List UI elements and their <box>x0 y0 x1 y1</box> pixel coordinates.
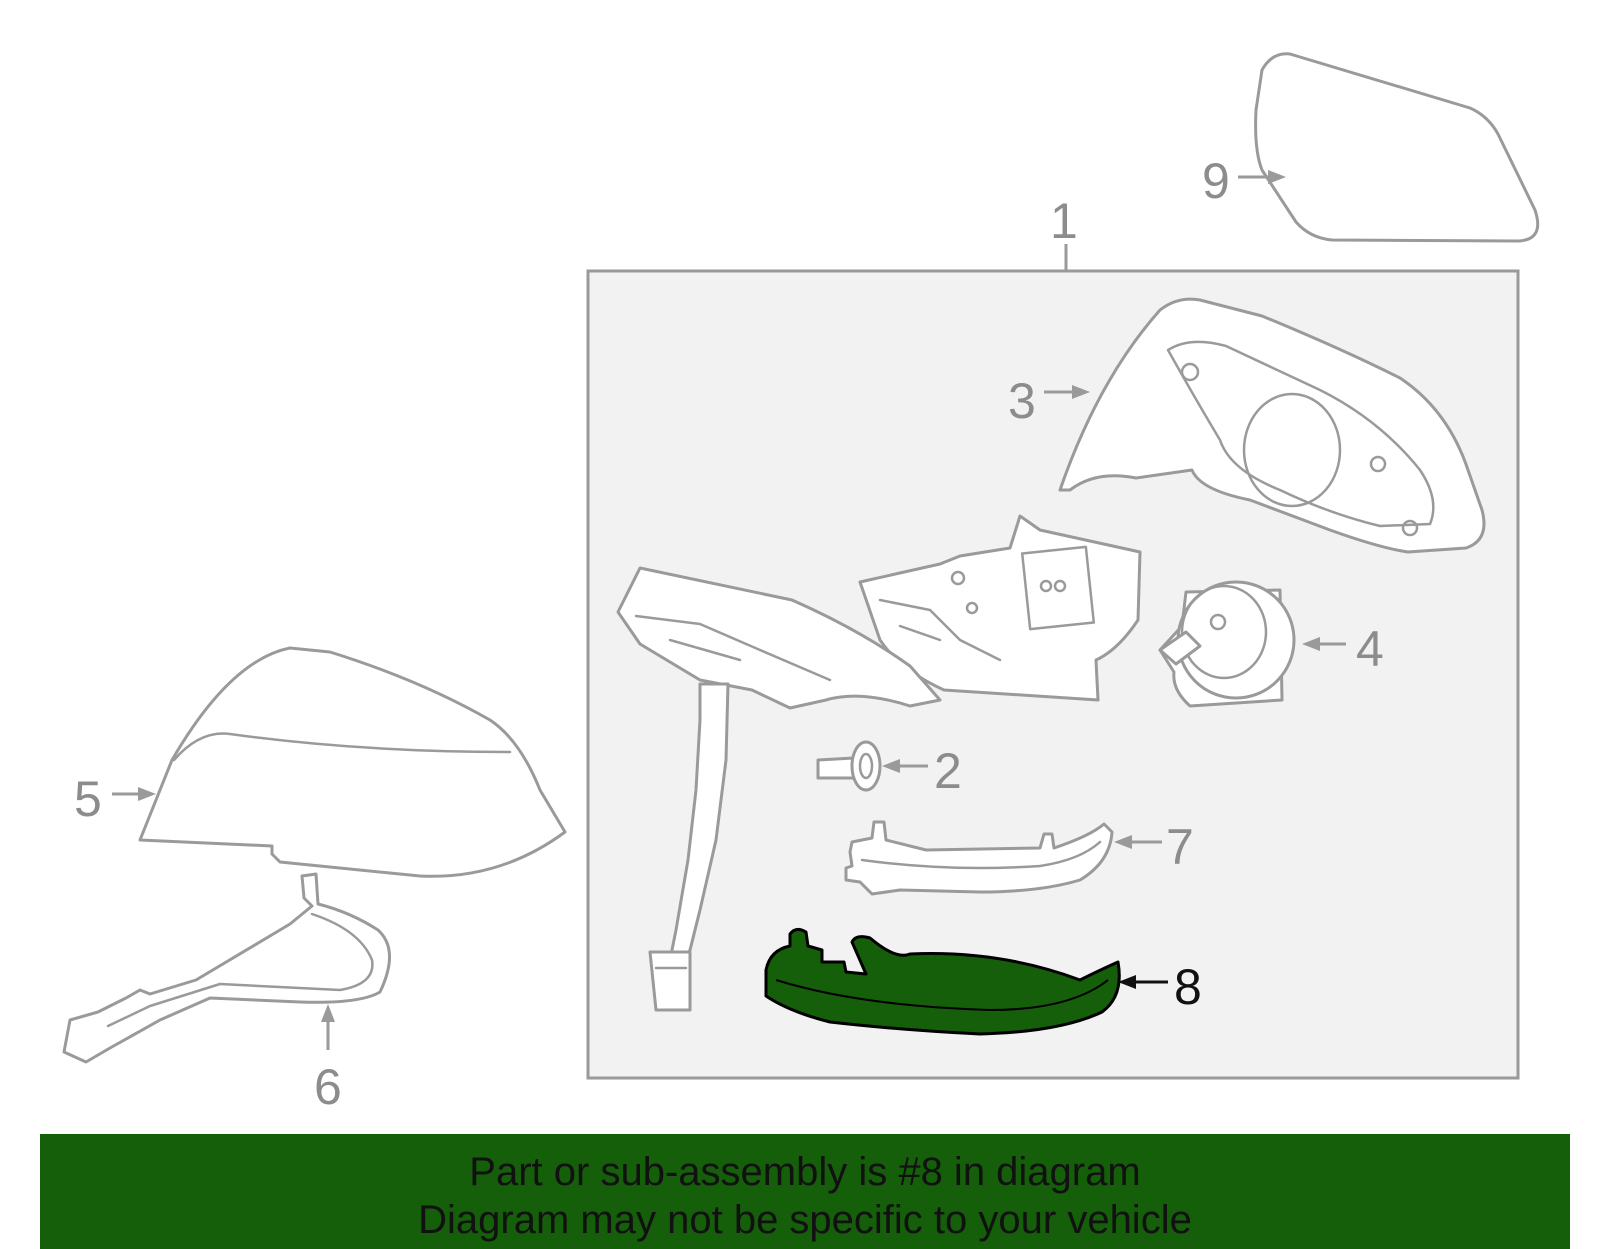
callout-7-arrow <box>1114 835 1132 849</box>
turn-signal-edge <box>775 979 1109 1012</box>
mirror-glass-part-9[interactable] <box>1254 52 1540 243</box>
wiring-bracket-inner <box>106 912 374 1028</box>
mechanism-plate <box>1020 545 1096 631</box>
callout-8-arrow <box>1118 975 1136 989</box>
callout-5[interactable]: 5 <box>74 771 102 827</box>
callout-9-arrow <box>1268 170 1286 184</box>
mechanism-hole-2 <box>1053 579 1067 593</box>
actuator-hole <box>1209 613 1227 631</box>
mechanism-hole-1 <box>1039 579 1053 593</box>
callout-7[interactable]: 7 <box>1166 819 1194 875</box>
callout-6-arrow <box>321 1004 335 1022</box>
callout-2[interactable]: 2 <box>934 743 962 799</box>
callout-1[interactable]: 1 <box>1050 193 1078 249</box>
turn-signal-lens-part-7[interactable] <box>844 820 1114 896</box>
callout-4[interactable]: 4 <box>1356 621 1384 677</box>
banner-line-1: Part or sub-assembly is #8 in diagram <box>469 1150 1141 1194</box>
info-banner-bg <box>40 1134 1570 1249</box>
mirror-base-detail <box>634 614 832 682</box>
callout-5-arrow <box>138 787 156 801</box>
mechanism-hole-3 <box>950 570 966 586</box>
callout-9[interactable]: 9 <box>1202 153 1230 209</box>
housing-hole-2 <box>1369 455 1387 473</box>
screw-head <box>850 740 882 792</box>
housing-hole-3 <box>1401 519 1419 537</box>
mirror-cover-edge <box>172 732 512 762</box>
mirror-cover-part-5[interactable] <box>138 646 567 878</box>
housing-opening <box>1242 392 1342 508</box>
callout-6[interactable]: 6 <box>314 1059 342 1115</box>
housing-hole-1 <box>1180 362 1200 382</box>
callout-3[interactable]: 3 <box>1008 373 1036 429</box>
mechanism-hole-4 <box>965 601 979 615</box>
housing-inner-rim <box>1166 340 1435 528</box>
wiring-bracket-part-6[interactable] <box>62 872 391 1064</box>
actuator-inner <box>1180 584 1268 680</box>
callout-4-arrow <box>1302 637 1320 651</box>
mirror-housing-part-3[interactable] <box>1058 297 1486 554</box>
callout-3-arrow <box>1072 385 1090 399</box>
mechanism-detail <box>878 598 1002 662</box>
info-banner: Part or sub-assembly is #8 in diagram Di… <box>40 1134 1570 1249</box>
screw-part-2[interactable] <box>816 756 858 780</box>
turn-signal-lens-edge <box>860 840 1102 870</box>
actuator-tab <box>1158 630 1202 666</box>
callout-2-arrow <box>882 759 900 773</box>
screw-head-inner <box>858 752 874 780</box>
mirror-base[interactable] <box>616 566 942 710</box>
banner-line-2: Diagram may not be specific to your vehi… <box>418 1198 1192 1242</box>
callout-8[interactable]: 8 <box>1174 959 1202 1015</box>
cable-connector <box>648 950 692 1012</box>
